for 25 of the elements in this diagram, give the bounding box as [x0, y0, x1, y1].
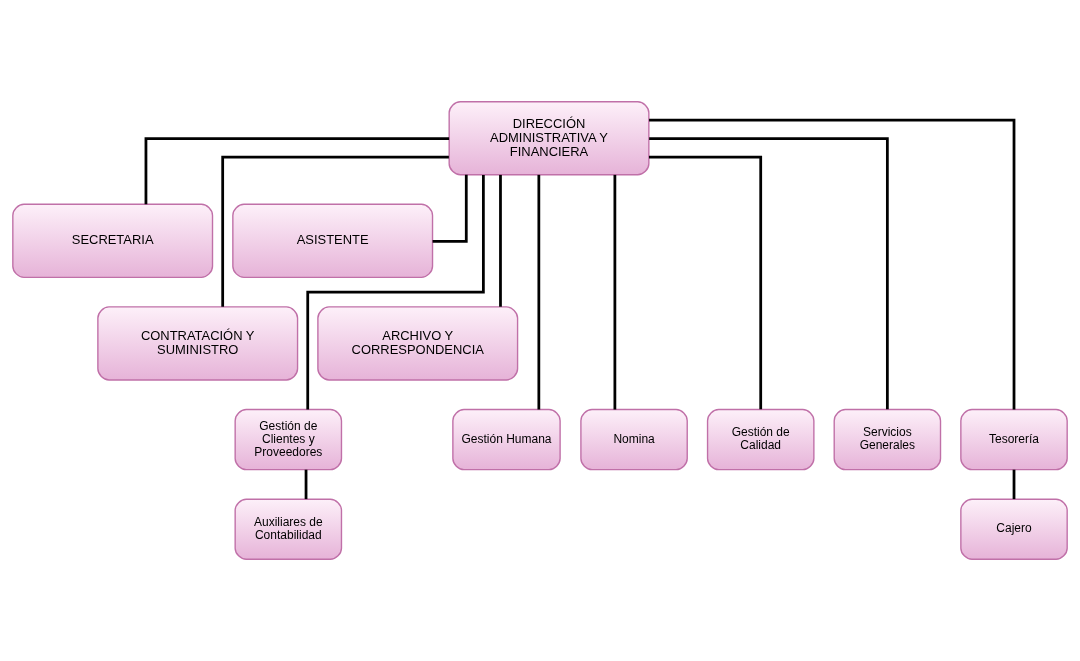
- connector: [499, 174, 502, 307]
- connector: [306, 175, 485, 410]
- connector: [144, 137, 450, 205]
- connector: [432, 174, 468, 243]
- node-box: ARCHIVO Y CORRESPONDENCIA: [317, 306, 519, 381]
- connector: [304, 469, 308, 500]
- connector: [221, 155, 449, 307]
- node-box: CONTRATACIÓN Y SUMINISTRO: [97, 306, 299, 381]
- node-box: Nomina: [580, 408, 688, 471]
- node-box: Tesorería: [960, 408, 1068, 471]
- node-box: Servicios Generales: [833, 408, 942, 471]
- node-box: DIRECCIÓN ADMINISTRATIVA Y FINANCIERA: [448, 101, 650, 176]
- connector: [649, 137, 889, 410]
- node-box: ASISTENTE: [232, 203, 434, 279]
- connector: [649, 118, 1016, 410]
- connector: [1012, 469, 1016, 500]
- node-box: Cajero: [960, 498, 1068, 560]
- connector: [648, 155, 763, 410]
- connector: [537, 174, 541, 410]
- connector: [613, 174, 617, 410]
- node-box: Gestión de Clientes y Proveedores: [234, 408, 343, 471]
- node-box: Auxiliares de Contabilidad: [234, 498, 343, 560]
- node-box: Gestión de Calidad: [706, 408, 815, 471]
- node-box: Gestión Humana: [452, 408, 561, 471]
- node-box: SECRETARIA: [12, 203, 214, 279]
